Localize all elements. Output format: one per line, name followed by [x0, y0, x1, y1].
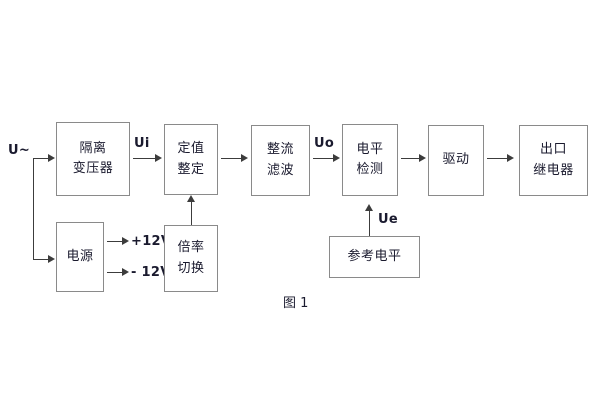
block-power-supply[interactable]: 电源: [56, 222, 104, 292]
arrowhead-multiplier-to-setting: [186, 195, 195, 202]
signal-label-ue: Ue: [378, 212, 398, 227]
arrowhead-ue: [364, 204, 373, 211]
line-setting-to-rectify: [221, 158, 243, 159]
line-uo: [313, 158, 335, 159]
block-multiplier-switch-line1: 倍率: [177, 240, 205, 256]
arrowhead-to-power-supply: [48, 255, 55, 263]
block-level-detection[interactable]: 电平 检测: [342, 124, 398, 196]
block-setting-value-line2: 整定: [177, 161, 205, 177]
block-multiplier-switch[interactable]: 倍率 切换: [164, 225, 218, 292]
block-rectify-filter-line1: 整流: [266, 142, 294, 158]
block-level-detection-line1: 电平: [356, 141, 384, 157]
block-isolation-transformer[interactable]: 隔离 变压器: [56, 122, 130, 196]
line-multiplier-to-setting: [191, 200, 192, 225]
figure-caption: 图 1: [283, 296, 309, 311]
arrowhead-minus12v: [122, 268, 129, 276]
arrowhead-setting-to-rectify: [241, 154, 248, 162]
line-driver-to-relay: [487, 158, 509, 159]
line-ui: [133, 158, 157, 159]
block-multiplier-switch-line2: 切换: [177, 260, 205, 276]
block-isolation-transformer-line2: 变压器: [72, 161, 114, 176]
block-output-relay-line1: 出口: [539, 142, 567, 158]
block-reference-level[interactable]: 参考电平: [329, 236, 420, 278]
arrowhead-level-to-driver: [419, 154, 426, 162]
arrowhead-plus12v: [122, 237, 129, 245]
input-bus-vertical: [33, 158, 34, 259]
block-setting-value[interactable]: 定值 整定: [164, 124, 218, 195]
arrowhead-to-isolation-transformer: [48, 154, 55, 162]
block-reference-level-line1: 参考电平: [347, 248, 402, 264]
line-ue: [369, 210, 370, 236]
block-output-relay-line2: 继电器: [533, 162, 574, 178]
label-plus12v: +12V: [131, 234, 172, 249]
arrowhead-uo: [333, 154, 340, 162]
line-plus12v: [107, 241, 124, 242]
block-driver[interactable]: 驱动: [428, 125, 484, 196]
block-isolation-transformer-line1: 隔离: [79, 140, 107, 156]
block-rectify-filter[interactable]: 整流 滤波: [251, 125, 310, 196]
arrowhead-ui: [155, 154, 162, 162]
block-driver-line1: 驱动: [442, 152, 470, 168]
block-rectify-filter-line2: 滤波: [266, 162, 294, 178]
line-minus12v: [107, 272, 124, 273]
block-level-detection-line2: 检测: [356, 162, 384, 177]
block-output-relay[interactable]: 出口 继电器: [519, 125, 588, 196]
input-voltage-label: U~: [8, 143, 31, 158]
block-power-supply-line1: 电源: [66, 248, 94, 264]
branch-to-power-supply: [33, 259, 49, 260]
line-level-to-driver: [401, 158, 421, 159]
signal-label-uo: Uo: [314, 136, 335, 151]
arrowhead-driver-to-relay: [507, 154, 514, 162]
block-setting-value-line1: 定值: [177, 141, 205, 157]
signal-label-ui: Ui: [134, 136, 150, 151]
branch-to-isolation-transformer: [33, 158, 49, 159]
label-minus12v: - 12V: [131, 265, 171, 280]
